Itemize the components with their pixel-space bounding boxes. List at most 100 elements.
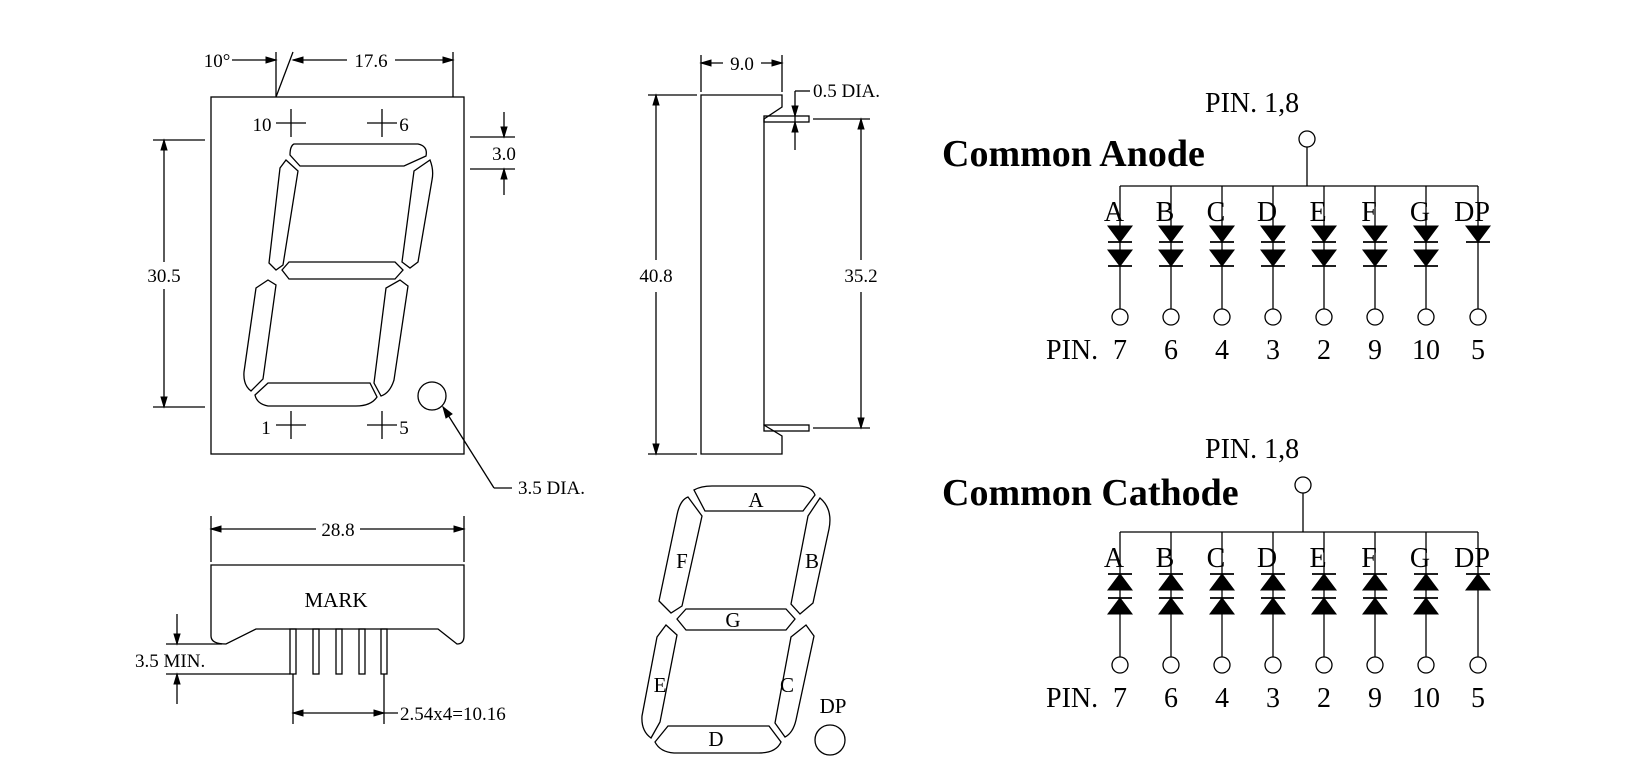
pin-number-label: 2 xyxy=(1317,335,1331,366)
diode-triangle xyxy=(1413,573,1439,591)
pin-number-label: 3 xyxy=(1266,335,1280,366)
segment-label-c: C xyxy=(780,673,794,697)
side-depth-dim: 9.0 xyxy=(730,54,754,75)
diode-triangle xyxy=(1362,597,1388,615)
diode-triangle xyxy=(1413,225,1439,243)
pin-terminal xyxy=(1315,308,1333,326)
front-digit-outline xyxy=(243,143,434,407)
pin-terminal xyxy=(1264,656,1282,674)
front-pin-1: 1 xyxy=(261,418,271,439)
side-pin-top xyxy=(763,115,810,123)
segment-label: F xyxy=(1361,543,1377,574)
pin-terminal xyxy=(1315,656,1333,674)
diode-triangle xyxy=(1362,249,1388,267)
segment-label: D xyxy=(1257,197,1277,228)
common-cathode-schematic: Common Cathode PIN. 1,8 A7B6C4D3E2F9G10D… xyxy=(942,434,1491,714)
diode-triangle xyxy=(1311,597,1337,615)
segment-label: G xyxy=(1410,197,1430,228)
diode-triangle xyxy=(1362,225,1388,243)
bottom-view: MARK 28.8 3.5 MIN. 2.54x4=10.16 xyxy=(135,516,506,725)
diode-triangle xyxy=(1209,573,1235,591)
diode-triangle xyxy=(1260,573,1286,591)
side-pin-span-dim: 35.2 xyxy=(844,266,877,287)
segment-label: G xyxy=(1410,543,1430,574)
diode-triangle xyxy=(1362,573,1388,591)
pin-number-label: 5 xyxy=(1471,683,1485,714)
pin-number-label: 3 xyxy=(1266,683,1280,714)
front-top-gap-dim: 3.0 xyxy=(492,144,516,165)
bottom-pin xyxy=(335,628,343,675)
front-pin-6: 6 xyxy=(399,115,409,136)
bottom-width-dim: 28.8 xyxy=(321,520,354,541)
bottom-body-outline xyxy=(210,564,465,645)
bottom-pin xyxy=(358,628,366,675)
bottom-mark-label: MARK xyxy=(304,588,367,612)
front-pin-5: 5 xyxy=(399,418,409,439)
pin-number-label: 4 xyxy=(1215,335,1229,366)
pin-number-label: 5 xyxy=(1471,335,1485,366)
pin-number-label: 9 xyxy=(1368,683,1382,714)
bottom-pin xyxy=(312,628,320,675)
pin-terminal xyxy=(1366,308,1384,326)
pin-prefix-label: PIN. xyxy=(1046,683,1098,714)
diode-triangle xyxy=(1158,225,1184,243)
front-angle-dim: 10° xyxy=(204,51,231,72)
segment-label-dp: DP xyxy=(820,694,847,718)
segment-label: DP xyxy=(1454,543,1490,574)
diode-triangle xyxy=(1107,249,1133,267)
schematic-title: Common Anode xyxy=(942,133,1205,175)
pin-terminal xyxy=(1213,656,1231,674)
side-pin-dia-dim: 0.5 DIA. xyxy=(813,81,880,102)
segment-dp-dot xyxy=(814,724,846,756)
diode-triangle xyxy=(1158,573,1184,591)
bottom-pitch-dim: 2.54x4=10.16 xyxy=(400,704,506,725)
diode-triangle xyxy=(1107,597,1133,615)
diode-triangle xyxy=(1311,225,1337,243)
pin-terminal xyxy=(1111,308,1129,326)
segment-label: DP xyxy=(1454,197,1490,228)
segment-label: B xyxy=(1156,543,1175,574)
pin-number-label: 10 xyxy=(1412,335,1440,366)
pin-number-label: 2 xyxy=(1317,683,1331,714)
front-width-dim: 17.6 xyxy=(354,51,387,72)
pin-prefix-label: PIN. xyxy=(1046,335,1098,366)
side-pin-bottom xyxy=(763,424,810,432)
diode-triangle xyxy=(1413,249,1439,267)
side-view: 9.0 0.5 DIA. 40.8 35.2 xyxy=(639,54,880,456)
pin-terminal xyxy=(1417,656,1435,674)
segment-label: E xyxy=(1309,197,1326,228)
segment-label: C xyxy=(1207,543,1226,574)
segment-label: C xyxy=(1207,197,1226,228)
pin-terminal xyxy=(1213,308,1231,326)
segment-label: E xyxy=(1309,543,1326,574)
diode-triangle xyxy=(1158,597,1184,615)
diode-triangle xyxy=(1107,573,1133,591)
diode-triangle xyxy=(1413,597,1439,615)
pin-terminal xyxy=(1469,308,1487,326)
common-pin-terminal xyxy=(1298,130,1316,148)
bottom-pin-length-dim: 3.5 MIN. xyxy=(135,651,205,672)
diode-triangle xyxy=(1209,225,1235,243)
front-body-outline xyxy=(210,96,465,455)
diode-triangle xyxy=(1465,225,1491,243)
pin-number-label: 10 xyxy=(1412,683,1440,714)
schematic-title: Common Cathode xyxy=(942,472,1239,514)
side-body-outline xyxy=(700,94,783,455)
diode-triangle xyxy=(1260,249,1286,267)
pin-number-label: 6 xyxy=(1164,683,1178,714)
diode-triangle xyxy=(1260,225,1286,243)
pin-number-label: 7 xyxy=(1113,683,1127,714)
segment-label: B xyxy=(1156,197,1175,228)
pin-number-label: 9 xyxy=(1368,335,1382,366)
pin-terminal xyxy=(1111,656,1129,674)
segment-label-d: D xyxy=(708,727,723,751)
segment-label: D xyxy=(1257,543,1277,574)
front-mount-hole xyxy=(417,381,447,411)
segment-label-g: G xyxy=(725,608,740,632)
diode-triangle xyxy=(1465,573,1491,591)
bottom-pin xyxy=(380,628,388,675)
segment-label: A xyxy=(1104,543,1125,574)
segment-label: A xyxy=(1104,197,1125,228)
segment-label-a: A xyxy=(748,488,764,512)
diode-triangle xyxy=(1311,249,1337,267)
